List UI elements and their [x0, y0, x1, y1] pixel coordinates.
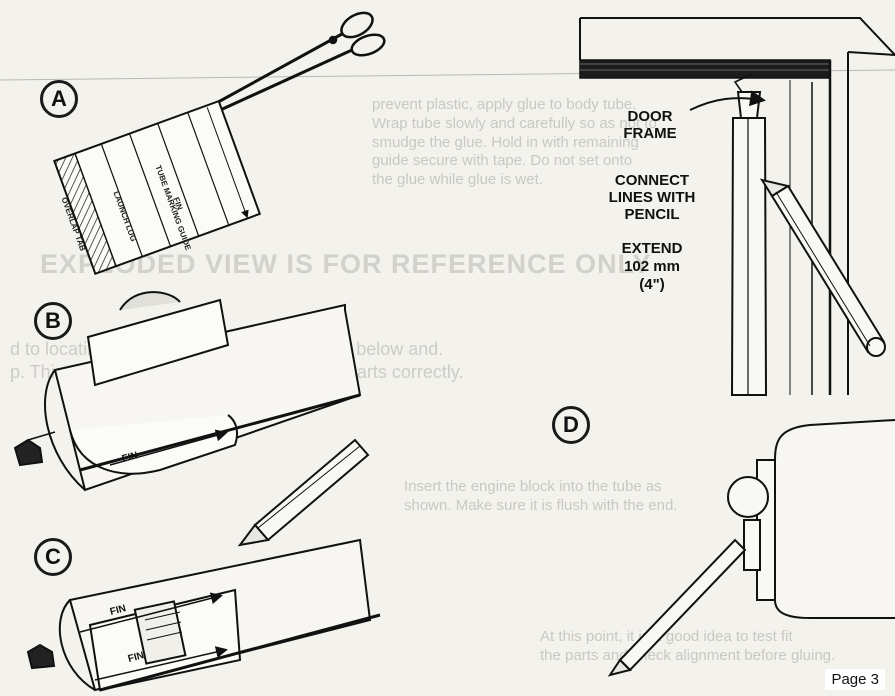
- tube-c-illustration: [26, 538, 381, 692]
- scissors-illustration: [199, 11, 386, 119]
- fin-arrow-b: [109, 429, 228, 466]
- step-b-badge: B: [34, 302, 72, 340]
- door-frame-label-line2: FRAME: [623, 125, 677, 142]
- connect-label-line2: LINES WITH: [608, 189, 696, 206]
- show-through-text-bottom: At this point, it is a good idea to test…: [540, 628, 836, 664]
- step-d-badge: D: [552, 406, 590, 444]
- pencil-icon-d: [607, 538, 747, 677]
- step-a-badge: A: [40, 80, 78, 118]
- show-through-text-lower: Insert the engine block into the tube as…: [404, 478, 678, 514]
- door-frame-arrow: [689, 90, 766, 111]
- extend-label-line1: EXTEND: [621, 240, 683, 257]
- door-frame-label-line1: DOOR: [627, 108, 673, 125]
- page-number: Page 3: [825, 669, 885, 690]
- extend-label: EXTEND 102 mm (4"): [602, 240, 702, 294]
- door-frame-illustration: [579, 17, 895, 395]
- pencil-icon-c: [237, 438, 370, 547]
- show-through-text-upper: prevent plastic, apply glue to body tube…: [372, 96, 657, 188]
- hanging-body-tube: [730, 73, 768, 396]
- step-c-badge: C: [34, 538, 72, 576]
- extend-label-line2: 102 mm: [624, 258, 680, 275]
- pencil-icon-door: [759, 178, 886, 357]
- door-frame-label: DOOR FRAME: [610, 108, 690, 142]
- tube-marking-guide-paper: [53, 99, 262, 276]
- connect-label-line1: CONNECT: [614, 172, 690, 189]
- tube-d-illustration: [727, 419, 895, 619]
- tube-b-illustration: [13, 291, 362, 492]
- connect-label-line3: PENCIL: [624, 206, 680, 223]
- extend-label-line3: (4"): [639, 276, 665, 293]
- fin-arrows-c: [79, 592, 228, 681]
- connect-lines-label: CONNECT LINES WITH PENCIL: [592, 172, 712, 223]
